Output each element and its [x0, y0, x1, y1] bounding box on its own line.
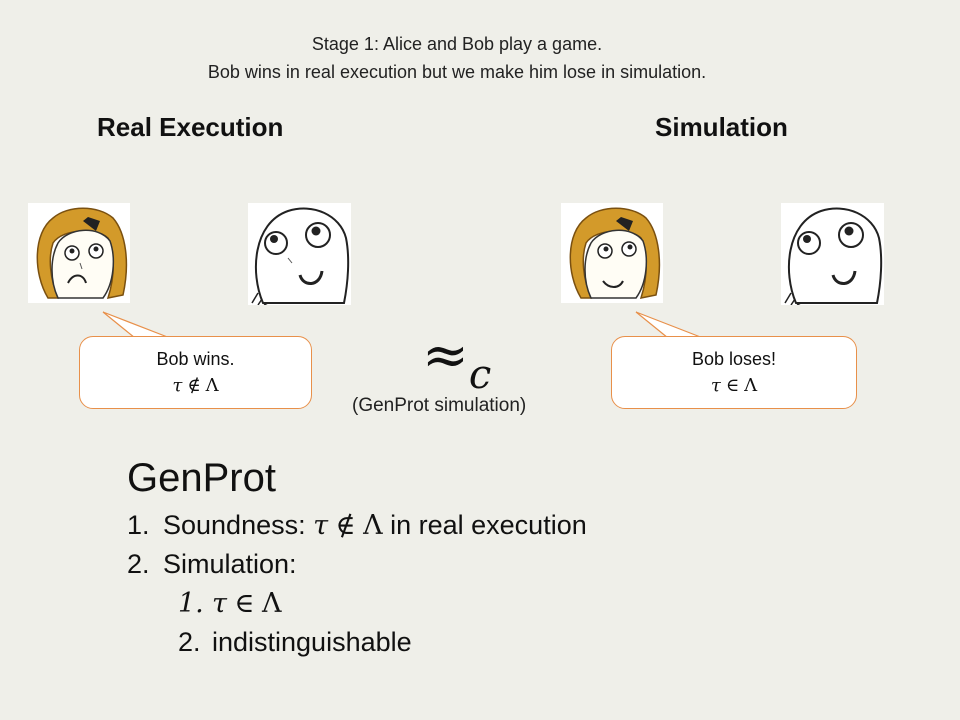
in-symbol: ∈	[234, 588, 255, 619]
caption-line-2: Bob wins in real execution but we make h…	[207, 62, 707, 82]
genprot-title: GenProt	[127, 456, 276, 500]
soundness-suffix: in real execution	[390, 510, 587, 540]
tau-symbol: τ	[172, 375, 183, 396]
approx-subscript: c	[468, 352, 492, 398]
genprot-simulation-caption: (GenProt simulation)	[352, 395, 527, 416]
lambda-symbol: Λ	[261, 588, 282, 619]
simulation-title: Simulation	[655, 112, 788, 142]
list-number: 1.	[127, 510, 150, 540]
sim-bubble-text: Bob loses!	[691, 349, 777, 369]
sublist-number: 2.	[178, 627, 201, 657]
in-symbol: ∈	[725, 375, 740, 396]
bob-smirking-face-icon	[781, 203, 884, 305]
simulation-bubble: Bob loses! τ ∈ Λ	[611, 336, 857, 409]
real-execution-bubble: Bob wins. τ ∉ Λ	[79, 336, 312, 409]
indistinguishable-label: indistinguishable	[212, 627, 412, 657]
stage-caption: Stage 1: Alice and Bob play a game. Bob …	[0, 30, 914, 86]
real-execution-title: Real Execution	[97, 112, 284, 142]
sublist-item-indistinguishable: 2. indistinguishable	[178, 627, 412, 658]
tau-symbol: τ	[710, 375, 721, 396]
sublist-item-membership: 1. τ ∈ Λ	[178, 588, 281, 619]
bob-smirking-face-icon	[248, 203, 351, 305]
computational-indistinguishability: ≈c	[422, 328, 491, 399]
lambda-symbol: Λ	[205, 375, 219, 396]
real-bubble-text: Bob wins.	[156, 349, 235, 369]
lambda-symbol: Λ	[744, 375, 758, 396]
alice-frowning-face-icon	[28, 203, 130, 303]
sim-bubble-formula: τ ∈ Λ	[612, 372, 856, 399]
real-bubble-formula: τ ∉ Λ	[80, 372, 311, 399]
tau-symbol: τ	[313, 510, 329, 541]
list-number: 2.	[127, 549, 150, 579]
tau-symbol: τ	[212, 588, 227, 619]
caption-line-1: Stage 1: Alice and Bob play a game.	[311, 34, 603, 54]
list-item-simulation: 2. Simulation:	[127, 549, 297, 580]
soundness-label: Soundness:	[163, 510, 306, 540]
approx-symbol: ≈	[422, 323, 469, 388]
sublist-number: 1.	[178, 588, 204, 619]
list-item-soundness: 1. Soundness: τ ∉ Λ in real execution	[127, 510, 587, 541]
simulation-label: Simulation:	[163, 549, 297, 579]
lambda-symbol: Λ	[363, 510, 383, 541]
not-in-symbol: ∉	[187, 375, 201, 396]
alice-smiling-face-icon	[561, 203, 663, 303]
not-in-symbol: ∉	[335, 510, 356, 541]
